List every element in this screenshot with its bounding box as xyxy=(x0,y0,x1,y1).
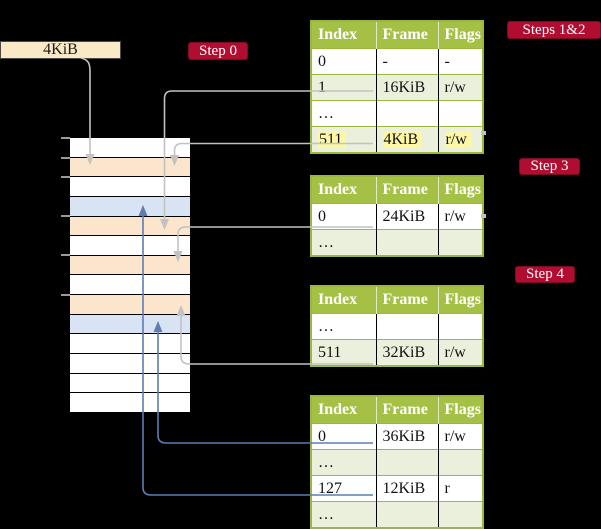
cell-index: … xyxy=(311,449,376,476)
cell-flags: r/w xyxy=(437,126,483,153)
table-row: 0 - - xyxy=(311,48,483,75)
cell-flags: - xyxy=(437,48,483,75)
memory-frame-row xyxy=(70,177,190,197)
memory-frame-row xyxy=(70,354,190,374)
cell-flags xyxy=(437,449,483,476)
memory-frame-row xyxy=(70,138,190,158)
column-header-flags: Flags xyxy=(437,176,483,204)
badge-step3: Step 3 xyxy=(519,158,580,175)
table-header-row: Index Frame Flags xyxy=(311,286,483,314)
cell-index: 511 xyxy=(311,126,376,153)
cell-frame xyxy=(375,100,438,127)
cell-flags: r/w xyxy=(437,203,483,230)
memory-tick xyxy=(61,176,70,179)
physical-memory-column xyxy=(70,138,190,412)
memory-frame-row xyxy=(70,275,190,296)
column-header-flags: Flags xyxy=(437,396,483,424)
cell-flags: r/w xyxy=(437,423,483,450)
cell-index: 1 xyxy=(311,74,376,101)
memory-frame-row xyxy=(70,295,190,315)
memory-tick xyxy=(61,137,70,139)
highlight-frame: 4KiB xyxy=(382,131,423,148)
page-table-step-4: Index Frame Flags … 511 32KiB r/w xyxy=(310,285,484,367)
memory-frame-row xyxy=(70,216,190,237)
cell-flags xyxy=(437,100,483,127)
cell-frame xyxy=(375,501,438,528)
cell-index: … xyxy=(311,229,376,256)
cell-index: 511 xyxy=(311,339,376,366)
table-row: 511 32KiB r/w xyxy=(311,339,483,366)
table-row: … xyxy=(311,100,483,127)
highlight-index: 511 xyxy=(318,131,347,148)
table-row: … xyxy=(311,449,483,476)
memory-frame-row xyxy=(70,157,190,178)
cell-index: 127 xyxy=(311,475,376,502)
cell-index: 0 xyxy=(311,423,376,450)
memory-frame-row xyxy=(70,393,190,412)
cell-flags: r xyxy=(437,475,483,502)
highlight-flags: r/w xyxy=(444,131,471,148)
memory-tick xyxy=(61,215,70,218)
table-row: 127 12KiB r xyxy=(311,475,483,502)
badge-step4: Step 4 xyxy=(515,266,575,283)
cell-frame: - xyxy=(375,48,438,75)
cell-frame xyxy=(375,313,438,340)
cell-frame: 24KiB xyxy=(375,203,438,230)
cell-index: … xyxy=(311,313,376,340)
table-header-row: Index Frame Flags xyxy=(311,396,483,424)
column-header-flags: Flags xyxy=(437,21,483,49)
cell-frame xyxy=(375,449,438,476)
memory-frame-row xyxy=(70,255,190,276)
memory-frame-row xyxy=(70,334,190,355)
memory-frame-row xyxy=(70,314,190,335)
cell-frame: 36KiB xyxy=(375,423,438,450)
cell-flags xyxy=(437,501,483,528)
page-table-steps-1-2: Index Frame Flags 0 - - 1 16KiB r/w … 51… xyxy=(310,20,484,154)
column-header-index: Index xyxy=(311,21,376,49)
cell-frame: 32KiB xyxy=(375,339,438,366)
table-row: 0 24KiB r/w xyxy=(311,203,483,230)
column-header-index: Index xyxy=(311,176,376,204)
cell-index: 0 xyxy=(311,203,376,230)
table-row: 1 16KiB r/w xyxy=(311,74,483,101)
cell-frame: 12KiB xyxy=(375,475,438,502)
table-header-row: Index Frame Flags xyxy=(311,176,483,204)
cell-index: … xyxy=(311,501,376,528)
cell-index: … xyxy=(311,100,376,127)
table-row-highlighted: 511 4KiB r/w xyxy=(311,126,483,153)
column-header-index: Index xyxy=(311,396,376,424)
badge-steps-1-2: Steps 1&2 xyxy=(507,21,601,39)
cell-flags xyxy=(437,229,483,256)
page-table-final: Index Frame Flags 0 36KiB r/w … 127 12Ki… xyxy=(310,395,484,529)
cell-frame: 16KiB xyxy=(375,74,438,101)
column-header-flags: Flags xyxy=(437,286,483,314)
cell-flags xyxy=(437,313,483,340)
column-header-index: Index xyxy=(311,286,376,314)
cell-flags: r/w xyxy=(437,74,483,101)
table-row: … xyxy=(311,229,483,256)
cell-frame: 4KiB xyxy=(375,126,438,153)
table-row: 0 36KiB r/w xyxy=(311,423,483,450)
memory-tick xyxy=(61,254,70,257)
memory-frame-row xyxy=(70,236,190,256)
memory-frame-row xyxy=(70,373,190,394)
column-header-frame: Frame xyxy=(375,286,438,314)
memory-frame-row xyxy=(70,196,190,217)
page-table-step-3: Index Frame Flags 0 24KiB r/w … xyxy=(310,175,484,257)
cell-index: 0 xyxy=(311,48,376,75)
column-header-frame: Frame xyxy=(375,176,438,204)
memory-tick xyxy=(61,156,70,159)
cell-frame xyxy=(375,229,438,256)
cell-flags: r/w xyxy=(437,339,483,366)
badge-step0: Step 0 xyxy=(188,42,248,60)
column-header-frame: Frame xyxy=(375,21,438,49)
table-row: … xyxy=(311,313,483,340)
column-header-frame: Frame xyxy=(375,396,438,424)
table-row: … xyxy=(311,501,483,528)
table-header-row: Index Frame Flags xyxy=(311,21,483,49)
memory-tick xyxy=(61,293,70,296)
frame-address-box: 4KiB xyxy=(0,41,121,59)
